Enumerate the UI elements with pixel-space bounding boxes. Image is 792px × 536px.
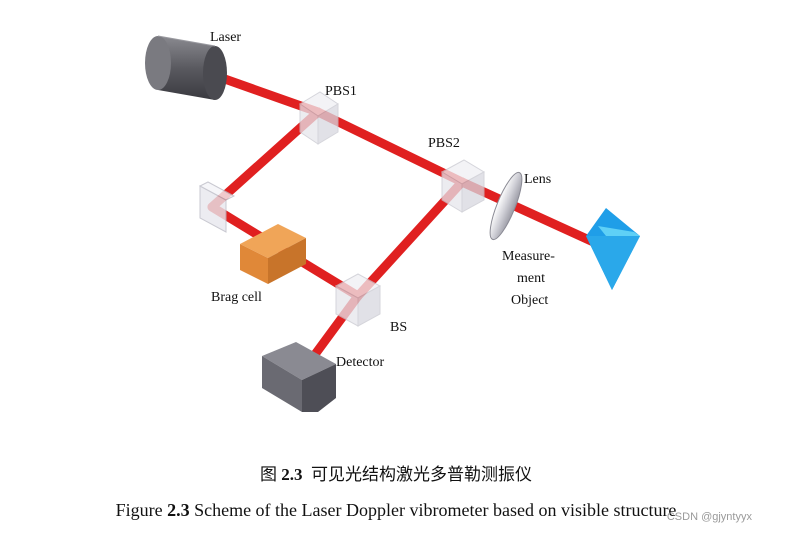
label-lens: Lens [524,172,551,187]
label-pbs2: PBS2 [428,136,460,151]
beam-pbs2-to-target [457,177,605,250]
label-pbs1: PBS1 [325,84,357,99]
caption-cn-prefix: 图 [260,465,277,484]
caption-chinese: 图 2.3 可见光结构激光多普勒测振仪 [0,460,792,485]
label-measurement-line3: Object [511,293,548,308]
measurement-object [586,208,640,290]
lens [489,171,523,241]
caption-english: Figure 2.3 Scheme of the Laser Doppler v… [0,500,792,521]
bragg-cell-box [240,224,306,284]
label-bragg-cell: Brag cell [211,290,262,305]
laser-source [145,35,227,100]
label-measurement-line2: ment [517,271,545,286]
bs-cube [334,273,382,327]
beam-pbs1-to-pbs2 [313,107,467,187]
caption-en-text: Scheme of the Laser Doppler vibrometer b… [194,500,677,520]
label-detector: Detector [336,355,385,370]
pbs1-cube [299,91,339,145]
label-laser: Laser [210,30,241,45]
detector-box [262,342,336,412]
mirror-prism [198,181,236,233]
pbs2-cube [440,159,486,213]
label-measurement-line1: Measure- [502,249,555,264]
caption-en-prefix: Figure [115,500,163,520]
label-bs: BS [390,320,407,335]
watermark: CSDN @gjyntyyx [666,511,752,523]
caption-cn-text: 可见光结构激光多普勒测振仪 [311,465,532,484]
caption-en-number: 2.3 [167,500,190,520]
caption-cn-number: 2.3 [281,465,303,484]
